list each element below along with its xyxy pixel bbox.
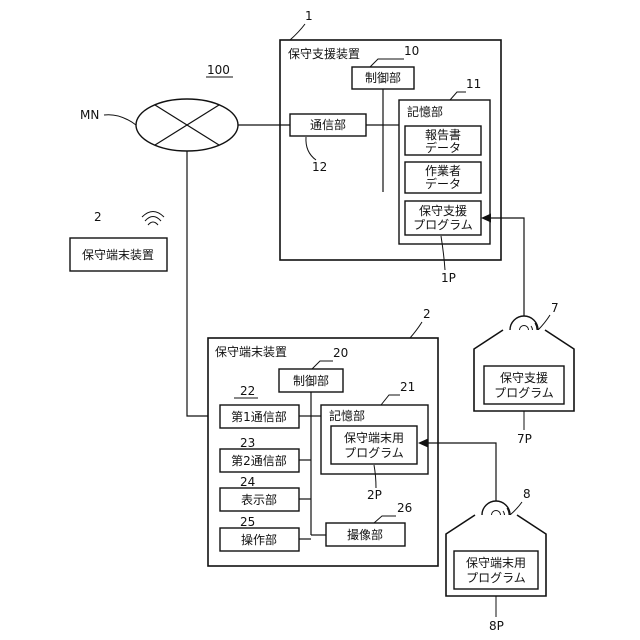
terminal-control-label: 制御部 [293,373,329,388]
support-program-line1: 保守支援 [419,204,467,218]
terminal-program-ref: 2P [367,488,382,502]
worker-data-line1: 作業者 [425,164,461,178]
terminal-storage-ref: 21 [400,380,415,394]
support-program-ref: 1P [441,271,456,285]
support-device-title: 保守支援装置 [288,47,360,61]
terminal-device-leader [410,322,422,338]
comm1-ref: 22 [240,384,255,398]
disc-1-line1: 保守支援 [500,371,548,385]
terminal-storage-label: 記憶部 [329,408,365,423]
disc-2-ref: 8 [523,487,531,501]
disc-2-program-ref: 8P [489,619,504,633]
disc-1-ref: 7 [551,301,559,315]
terminal-control-ref: 20 [333,346,348,360]
wireless-signal-icon [142,212,164,226]
terminal-device: 2 保守端末装置 20 制御部 22 第1通信部 23 第2通信部 24 表示部… [208,307,438,566]
support-device-leader [290,24,305,40]
support-device-ref: 1 [305,9,313,23]
report-data-line1: 報告書 [425,128,461,142]
remote-terminal-label: 保守端末装置 [82,248,154,262]
comm2-ref: 23 [240,436,255,450]
report-data-line2: データ [425,140,461,155]
disc-2-leader [510,502,522,515]
operation-label: 操作部 [241,532,277,547]
remote-terminal-ref: 2 [94,210,102,224]
terminal-program-line1: 保守端末用 [344,431,404,445]
worker-data-line2: データ [425,176,461,191]
remote-terminal: 2 保守端末装置 [70,210,167,271]
support-storage-label: 記憶部 [407,104,443,119]
operation-ref: 25 [240,515,255,529]
display-label: 表示部 [241,492,277,507]
network-label: MN [80,108,99,122]
support-control-ref: 10 [404,44,419,58]
camera-label: 撮像部 [347,527,383,542]
support-control-label: 制御部 [365,70,401,85]
disc-2: 8 保守端末用 プログラム 8P [446,487,546,633]
network: MN [80,99,238,151]
network-leader [104,115,136,125]
disc-1-program-ref: 7P [517,432,532,446]
support-program-line2: プログラム [413,218,473,232]
support-comm-label: 通信部 [310,117,346,132]
disc-1-leader [538,315,550,330]
disc-1: 7 保守支援 プログラム 7P [474,301,574,446]
disc-1-line2: プログラム [494,386,554,400]
comm2-label: 第2通信部 [231,453,287,468]
camera-ref: 26 [397,501,412,515]
disc-2-line2: プログラム [466,571,526,585]
support-comm-ref: 12 [312,160,327,174]
display-ref: 24 [240,475,255,489]
terminal-program-line2: プログラム [344,446,404,460]
disc-2-line1: 保守端末用 [466,556,526,570]
terminal-device-ref: 2 [423,307,431,321]
figure-number: 100 [207,63,230,77]
support-device: 1 保守支援装置 10 制御部 通信部 12 11 記憶部 報告書 データ 作業… [280,9,501,260]
terminal-device-title: 保守端末装置 [215,345,287,359]
comm1-label: 第1通信部 [231,409,287,424]
support-storage-ref: 11 [466,77,481,91]
